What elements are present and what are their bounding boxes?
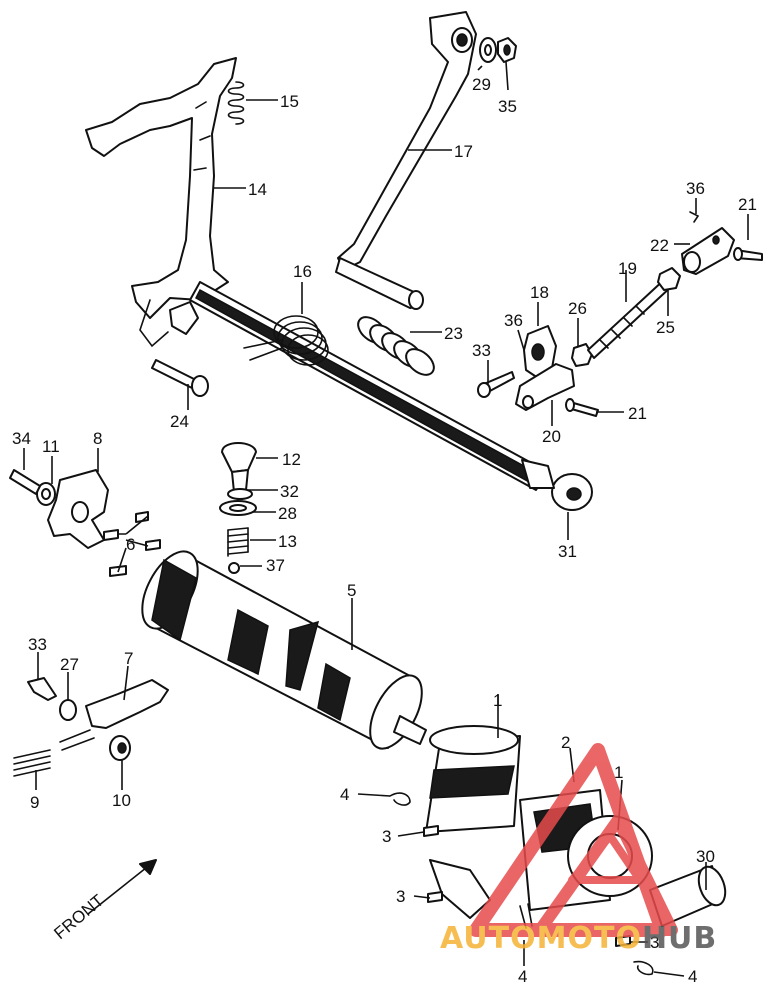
callout-labels: 15 14 17 29 35 16 23 24 36 21 22 19 18 3…: [12, 75, 757, 986]
callout-22: 22: [650, 236, 669, 255]
callout-30: 30: [696, 847, 715, 866]
pin-3a-part: [423, 825, 439, 837]
detent-spring-part: [227, 527, 249, 557]
nut-part: [497, 37, 517, 63]
callout-13: 13: [278, 532, 297, 551]
callout-4-top: 4: [340, 785, 349, 804]
shift-fork-1-part: [425, 725, 521, 833]
callout-37: 37: [266, 556, 285, 575]
callout-20: 20: [542, 427, 561, 446]
callout-24: 24: [170, 412, 189, 431]
detent-ball-part: [228, 562, 240, 574]
logo-triangle-small: [568, 832, 644, 884]
washer-27-part: [59, 699, 77, 721]
pin-3b-part: [427, 891, 443, 903]
shift-arm-7-part: [59, 679, 169, 751]
callout-12: 12: [282, 450, 301, 469]
clip-4a-part: [389, 792, 411, 806]
callout-33-upper: 33: [472, 341, 491, 360]
callout-29: 29: [472, 75, 491, 94]
gearshift-arm-part: [85, 57, 237, 348]
callout-26: 26: [568, 299, 587, 318]
locknut-2-part: [657, 267, 681, 291]
callout-36-lower: 36: [504, 311, 523, 330]
locknut-part: [571, 343, 593, 367]
callout-5: 5: [347, 581, 356, 600]
linkage-joint-part: [515, 325, 575, 411]
callout-18: 18: [530, 283, 549, 302]
callout-4-right: 4: [688, 967, 697, 986]
callout-10: 10: [112, 791, 131, 810]
shift-pedal-part: [335, 11, 477, 310]
front-label: FRONT: [50, 891, 107, 943]
clip-part: [689, 211, 700, 223]
bolt-upper-part: [733, 247, 763, 261]
washer-part: [479, 37, 497, 63]
callout-6: 6: [126, 535, 135, 554]
callout-17: 17: [454, 142, 473, 161]
leader-lines: [23, 61, 749, 977]
stopper-plate-part: [47, 469, 109, 549]
spring-9-part: [13, 749, 51, 777]
callout-3-mid: 3: [396, 887, 405, 906]
callout-35: 35: [498, 97, 517, 116]
front-direction-indicator: FRONT: [50, 859, 157, 943]
callout-4-bottom: 4: [518, 967, 527, 986]
washer-32-part: [227, 488, 253, 500]
callout-16: 16: [293, 262, 312, 281]
bolt-34-part: [9, 469, 41, 495]
callout-3-top: 3: [382, 827, 391, 846]
bolt-lower-part: [565, 398, 599, 417]
callout-1-right: 1: [614, 763, 623, 782]
callout-15: 15: [280, 92, 299, 111]
watermark-text: AUTOMOTOHUB: [440, 921, 717, 956]
callout-23: 23: [444, 324, 463, 343]
washer-28-part: [219, 500, 257, 516]
callout-21-upper: 21: [738, 195, 757, 214]
clip-4c-part: [633, 960, 654, 976]
callout-21-lower: 21: [628, 404, 647, 423]
pivot-bolt-part: [151, 359, 209, 397]
callout-1-left: 1: [493, 691, 502, 710]
callout-31: 31: [558, 542, 577, 561]
callout-36-upper: 36: [686, 179, 705, 198]
bolt-33-lower-part: [27, 677, 57, 701]
callout-7: 7: [124, 649, 133, 668]
callout-9: 9: [30, 793, 39, 812]
return-spring-part: [227, 81, 245, 125]
callout-32: 32: [280, 482, 299, 501]
pins-6-part: [103, 511, 161, 577]
spindle-spring-part: [243, 315, 329, 366]
collar-10-part: [109, 735, 131, 761]
callout-14: 14: [248, 180, 267, 199]
callout-11: 11: [42, 437, 60, 456]
detent-bolt-part: [221, 442, 257, 493]
callout-28: 28: [278, 504, 297, 523]
callout-8: 8: [93, 429, 102, 448]
callout-27: 27: [60, 655, 79, 674]
callout-33-lower: 33: [28, 635, 47, 654]
automotohub-logo: AUTOMOTOHUB: [440, 743, 717, 956]
callout-2: 2: [561, 733, 570, 752]
shift-drum-part: [141, 550, 427, 750]
small-bolt-upper-part: [477, 371, 515, 398]
coil-spring-part: [357, 316, 435, 376]
callout-25: 25: [656, 318, 675, 337]
callout-3-right: 3: [650, 933, 659, 952]
callout-19: 19: [618, 259, 637, 278]
callout-34: 34: [12, 429, 31, 448]
clevis-part: [681, 227, 735, 275]
